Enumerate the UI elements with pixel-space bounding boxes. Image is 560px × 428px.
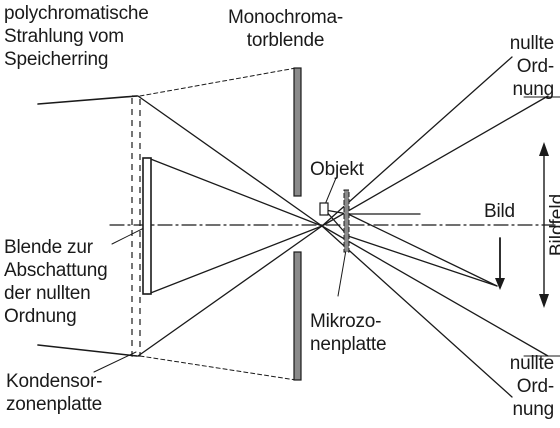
label-condenser-line: zonenplatte — [6, 394, 103, 415]
label-zero-order-line: nullte — [509, 33, 554, 54]
label-source-line: polychromatische — [4, 3, 149, 24]
label-zero-order-line: nung — [512, 79, 555, 100]
condenser-zone-plate — [131, 95, 141, 357]
dashed-guide-bottom — [139, 355, 297, 381]
label-stop-line: Ordnung — [4, 306, 77, 327]
microzone-plate — [343, 189, 350, 253]
stop-leader — [111, 225, 149, 245]
label-source-line: Speicherring — [4, 49, 109, 70]
label-condenser: Kondensor- zonenplatte — [6, 370, 102, 416]
label-zero-order-bottom: nullte Ord- nung — [510, 352, 554, 421]
label-stop: Blende zur Abschattung der nullten Ordnu… — [4, 236, 108, 328]
label-zero-order-line: nullte — [509, 353, 554, 374]
label-source: polychromatische Strahlung vom Speicherr… — [4, 2, 149, 71]
image-arrow-head — [495, 278, 505, 290]
label-zero-order-top: nullte Ord- nung — [510, 32, 554, 101]
label-monochromator-line: torblende — [246, 30, 325, 51]
label-object-text: Objekt — [310, 159, 364, 180]
monochromator-lower — [293, 251, 302, 381]
label-stop-line: Blende zur — [4, 237, 93, 258]
field-arrow-bottom — [539, 294, 549, 308]
label-microzone: Mikrozo- nenplatte — [310, 310, 387, 356]
label-stop-line: der nullten — [4, 283, 91, 304]
label-microzone-line: nenplatte — [310, 334, 387, 355]
label-source-line: Strahlung vom — [4, 26, 124, 47]
field-arrow-top — [539, 142, 549, 156]
label-stop-line: Abschattung — [4, 260, 108, 281]
label-zero-order-line: Ord- — [516, 376, 554, 397]
label-condenser-line: Kondensor- — [6, 371, 103, 392]
incoming-beam-top — [37, 95, 138, 105]
object-marker — [319, 202, 329, 216]
condenser-rays — [137, 95, 323, 357]
label-object: Objekt — [310, 158, 364, 181]
object-leader — [323, 177, 337, 208]
label-field: Bildfeld — [547, 193, 560, 257]
label-image: Bild — [484, 200, 515, 223]
label-image-text: Bild — [484, 201, 515, 222]
microzone-leader — [337, 249, 347, 297]
label-monochromator-line: Monochroma- — [228, 7, 344, 28]
condenser-leader — [93, 351, 137, 373]
dashed-guide-top — [139, 67, 297, 97]
label-monochromator: Monochroma- torblende — [228, 6, 343, 52]
incoming-beam-bottom — [37, 344, 138, 357]
label-zero-order-line: Ord- — [516, 56, 554, 77]
central-stop — [142, 157, 152, 295]
monochromator-upper — [293, 67, 302, 197]
label-zero-order-line: nung — [512, 399, 555, 420]
label-microzone-line: Mikrozo- — [310, 311, 382, 332]
